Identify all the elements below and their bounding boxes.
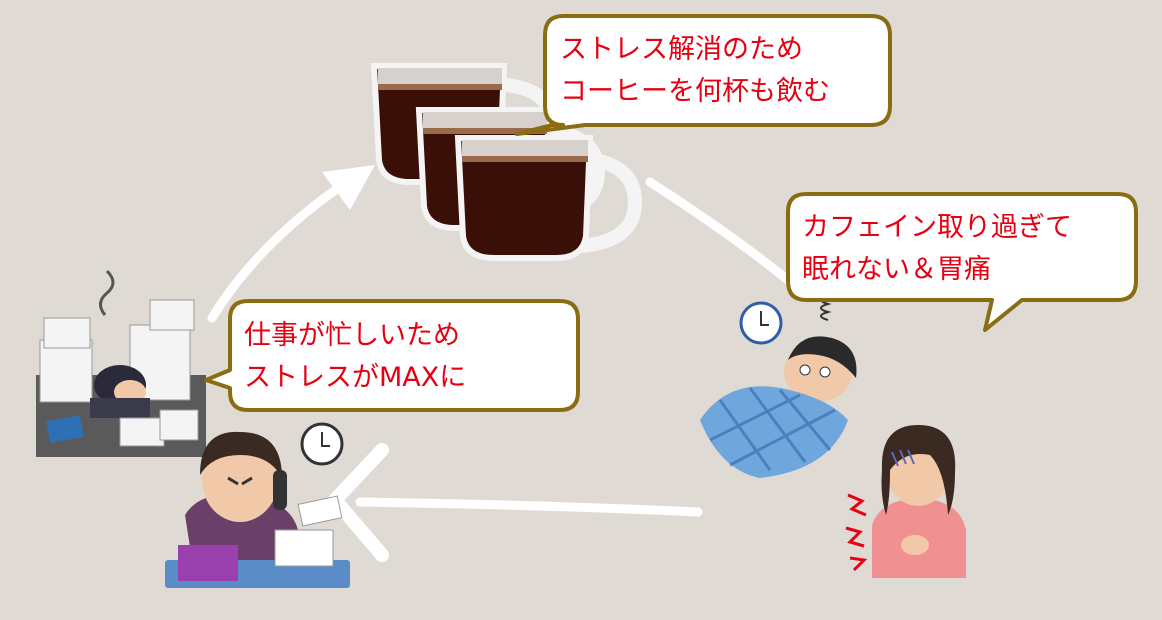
arrow-work-to-coffee [207, 175, 355, 323]
arrowhead-up [322, 165, 375, 210]
bubble-coffee-line1: ストレス解消のため [560, 34, 803, 65]
bubble-work-line2: ストレスがMAXに [244, 362, 466, 393]
bubble-coffee-line2: コーヒーを何杯も飲む [560, 76, 830, 107]
exhausted-worker-icon [36, 269, 206, 457]
overworked-woman-icon [165, 422, 350, 588]
bubble-caffeine-line2: 眠れない＆胃痛 [802, 254, 991, 285]
coffee-cup-icon [454, 135, 643, 261]
arrow-coffee-to-bed [645, 177, 805, 295]
clock-icon [739, 301, 783, 345]
bubble-work: 仕事が忙しいため ストレスがMAXに [204, 299, 580, 412]
sleepless-man-icon [700, 295, 857, 478]
bubble-coffee: ストレス解消のため コーヒーを何杯も飲む [515, 14, 892, 136]
arrow-bed-to-work [355, 497, 703, 517]
bubble-caffeine-line1: カフェイン取り過ぎて [802, 212, 1072, 243]
stomach-ache-woman-icon [845, 425, 966, 578]
clock-icon [300, 422, 344, 466]
bubble-caffeine: カフェイン取り過ぎて 眠れない＆胃痛 [786, 192, 1138, 332]
coffee-cups-illustration [370, 63, 643, 261]
bubble-work-line1: 仕事が忙しいため [244, 320, 460, 351]
